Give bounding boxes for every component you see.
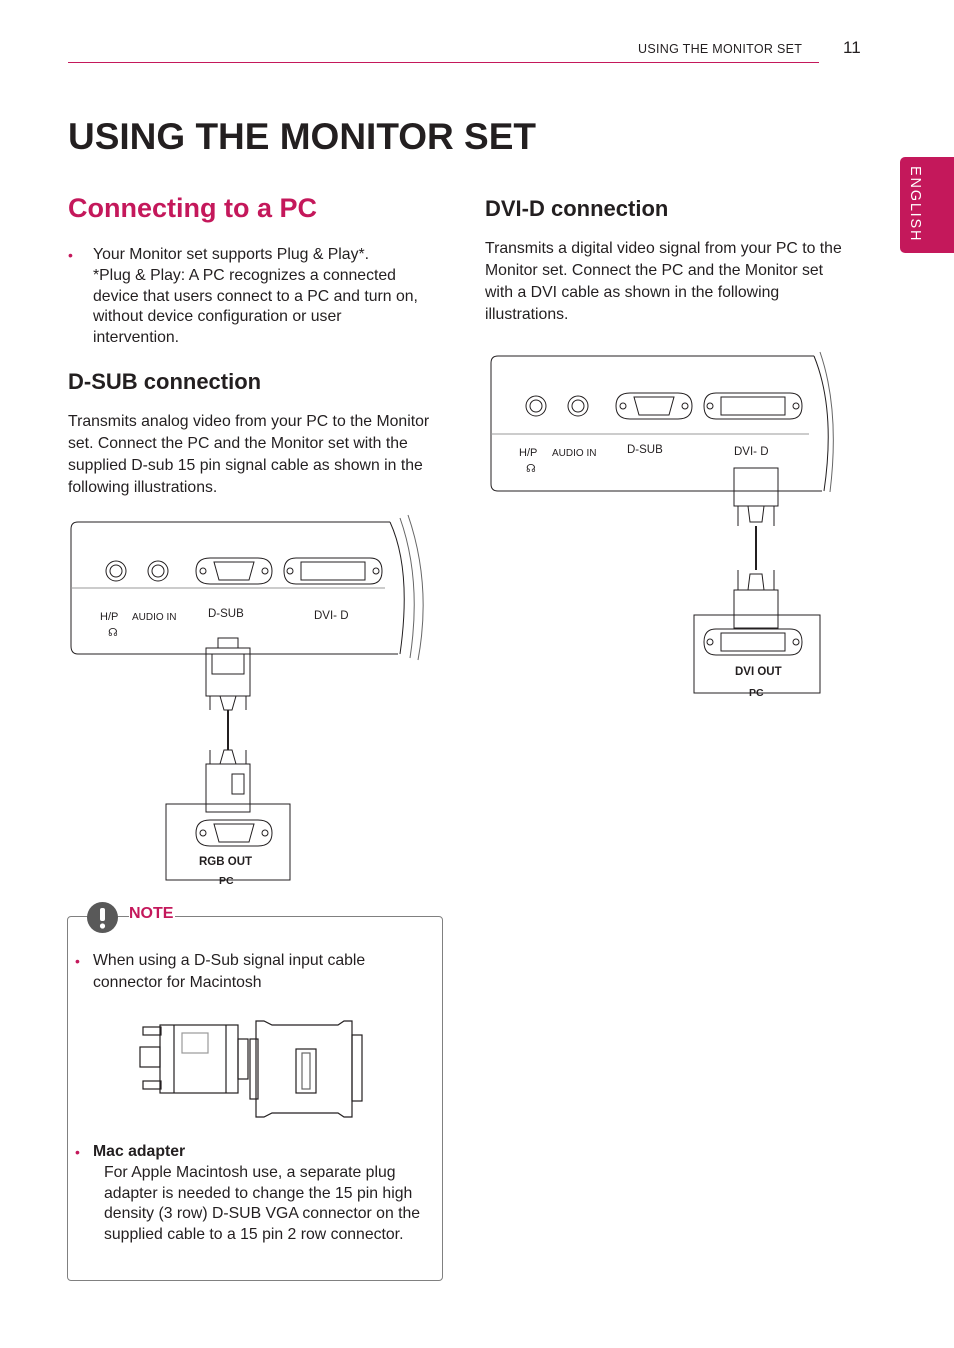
pc-label-2: PC	[749, 687, 764, 699]
dvi-out-label: DVI OUT	[735, 666, 782, 678]
dvi-body: Transmits a digital video signal from yo…	[485, 240, 842, 323]
intro-line-2: *Plug & Play: A PC recognizes a connecte…	[93, 267, 418, 346]
page-number: 11	[843, 38, 861, 57]
note-item-2: • Mac adapter For Apple Macintosh use, a…	[75, 1141, 425, 1245]
intro-line-1: Your Monitor set supports Plug & Play*.	[93, 246, 370, 263]
dvid-connection-diagram: H/P AUDIO IN D-SUB DVI- D DVI OUT PC ☊	[490, 351, 834, 699]
note-label: NOTE	[129, 905, 176, 923]
pc-label: PC	[219, 875, 234, 887]
bullet-icon: •	[75, 1144, 80, 1160]
headphone-icon: ☊	[108, 627, 118, 639]
dsub-body: Transmits analog video from your PC to t…	[68, 413, 430, 496]
mac-adapter-title: Mac adapter	[93, 1143, 186, 1160]
dsub-port-label-2: D-SUB	[627, 444, 663, 456]
mac-adapter-body: For Apple Macintosh use, a separate plug…	[104, 1164, 421, 1243]
headphone-icon-2: ☊	[526, 463, 536, 475]
bullet-icon: •	[75, 953, 80, 969]
language-tab-label: ENGLISH	[907, 166, 923, 243]
hp-label: H/P	[100, 611, 118, 623]
language-tab: ENGLISH	[900, 157, 954, 253]
audio-in-label: AUDIO IN	[132, 612, 176, 623]
audio-in-label-2: AUDIO IN	[552, 448, 596, 459]
running-head: USING THE MONITOR SET	[638, 42, 803, 56]
rgb-out-label: RGB OUT	[199, 856, 252, 868]
dvid-port-label: DVI- D	[314, 610, 349, 622]
dvi-title: DVI-D connection	[485, 196, 669, 221]
note-item-1-text: When using a D-Sub signal input cable co…	[93, 952, 366, 991]
section-title: Connecting to a PC	[68, 193, 317, 223]
dvid-port-label-2: DVI- D	[734, 446, 769, 458]
mac-adapter-illustration	[139, 1020, 363, 1118]
bullet-icon: •	[68, 247, 73, 263]
header-rule	[68, 62, 819, 63]
dsub-title: D-SUB connection	[68, 369, 262, 394]
dsub-connection-diagram: H/P AUDIO IN D-SUB DVI- D RGB OUT PC ☊	[70, 514, 424, 887]
exclamation-icon	[87, 902, 118, 933]
intro-bullet: • Your Monitor set supports Plug & Play*…	[68, 244, 428, 348]
hp-label-2: H/P	[519, 447, 537, 459]
note-item-1: • When using a D-Sub signal input cable …	[75, 950, 415, 994]
dsub-port-label: D-SUB	[208, 608, 244, 620]
page-title: USING THE MONITOR SET	[68, 116, 537, 157]
